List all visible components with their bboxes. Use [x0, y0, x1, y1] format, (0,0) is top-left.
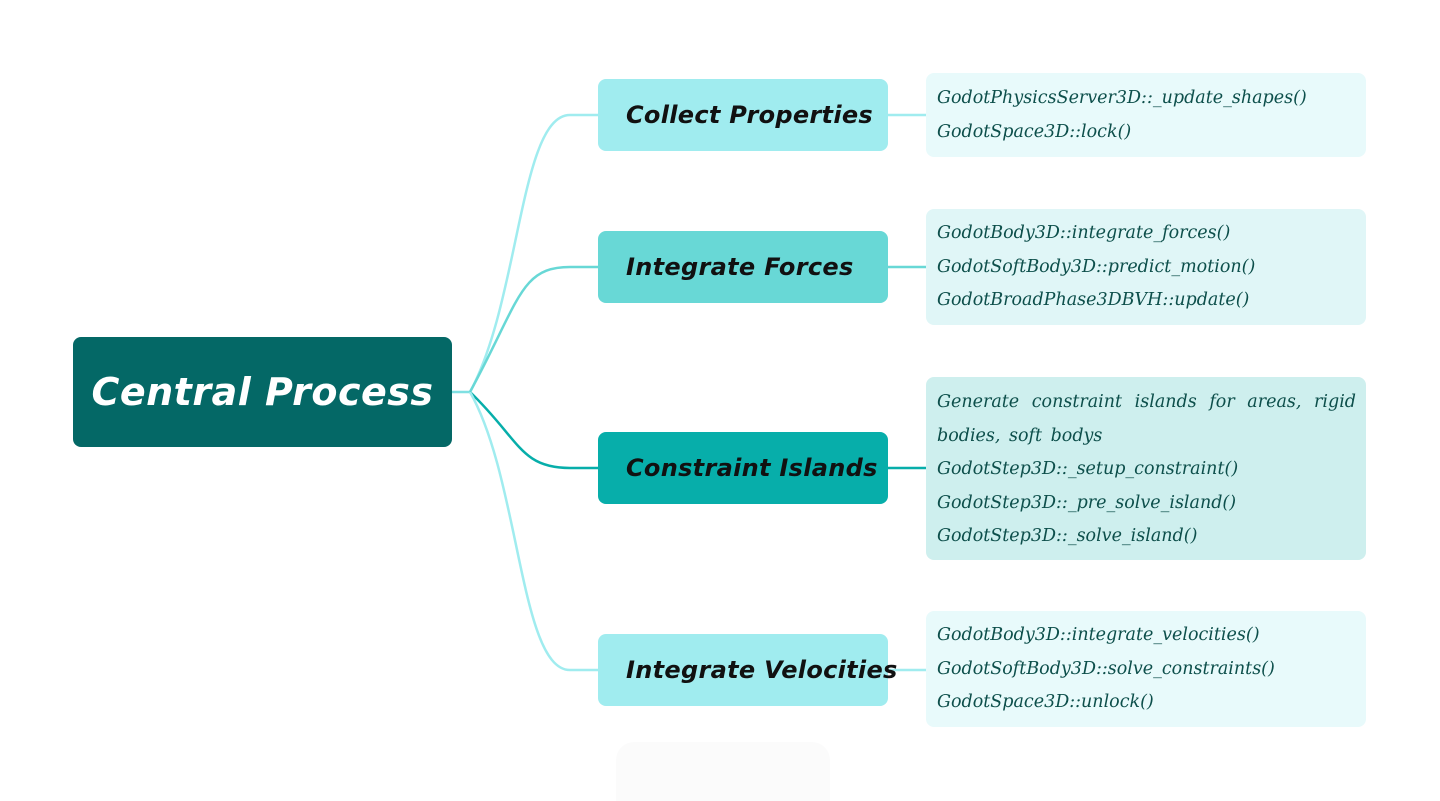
branch-node-collect-properties[interactable]: Collect Properties [598, 79, 888, 151]
branch-label: Integrate Forces [626, 253, 854, 281]
detail-box-integrate-forces[interactable]: GodotBody3D::integrate_forces() GodotSof… [926, 209, 1366, 325]
branch-label: Constraint Islands [626, 454, 878, 482]
detail-line: GodotStep3D::_pre_solve_island() [937, 492, 1237, 513]
detail-box-integrate-velocities[interactable]: GodotBody3D::integrate_velocities() Godo… [926, 611, 1366, 727]
detail-box-constraint-islands[interactable]: Generate constraint islands for areas, r… [926, 377, 1366, 560]
branch-label: Collect Properties [626, 101, 874, 129]
detail-line: GodotSpace3D::lock() [937, 121, 1132, 142]
detail-line: GodotPhysicsServer3D::_update_shapes() [937, 88, 1307, 108]
connector-constraint-islands [469, 391, 598, 470]
branch-node-integrate-velocities[interactable]: Integrate Velocities [598, 634, 897, 706]
connector-integrate-velocities [468, 391, 598, 672]
detail-line: GodotBody3D::integrate_forces() [937, 223, 1231, 243]
connector-integrate-forces [468, 265, 598, 393]
branch-label: Integrate Velocities [626, 656, 898, 684]
branch-node-constraint-islands[interactable]: Constraint Islands [598, 432, 888, 504]
detail-line: GodotStep3D::_setup_constraint() [937, 459, 1239, 479]
detail-line: GodotSpace3D::unlock() [937, 692, 1154, 712]
central-process-node[interactable]: Central Process [73, 337, 452, 447]
detail-line: GodotBody3D::integrate_velocities() [937, 625, 1260, 645]
faint-bottom-panel [616, 742, 830, 801]
central-process-label: Central Process [91, 370, 434, 414]
detail-line: Generate constraint islands for areas, r… [937, 392, 1356, 446]
connector-collect-properties [468, 113, 598, 393]
detail-line: GodotStep3D::_solve_island() [937, 526, 1198, 546]
detail-line: GodotBroadPhase3DBVH::update() [937, 290, 1250, 310]
detail-line: GodotSoftBody3D::solve_constraints() [937, 658, 1275, 679]
detail-line: GodotSoftBody3D::predict_motion() [937, 256, 1256, 277]
detail-box-collect-properties[interactable]: GodotPhysicsServer3D::_update_shapes() G… [926, 73, 1366, 157]
branch-node-integrate-forces[interactable]: Integrate Forces [598, 231, 888, 303]
